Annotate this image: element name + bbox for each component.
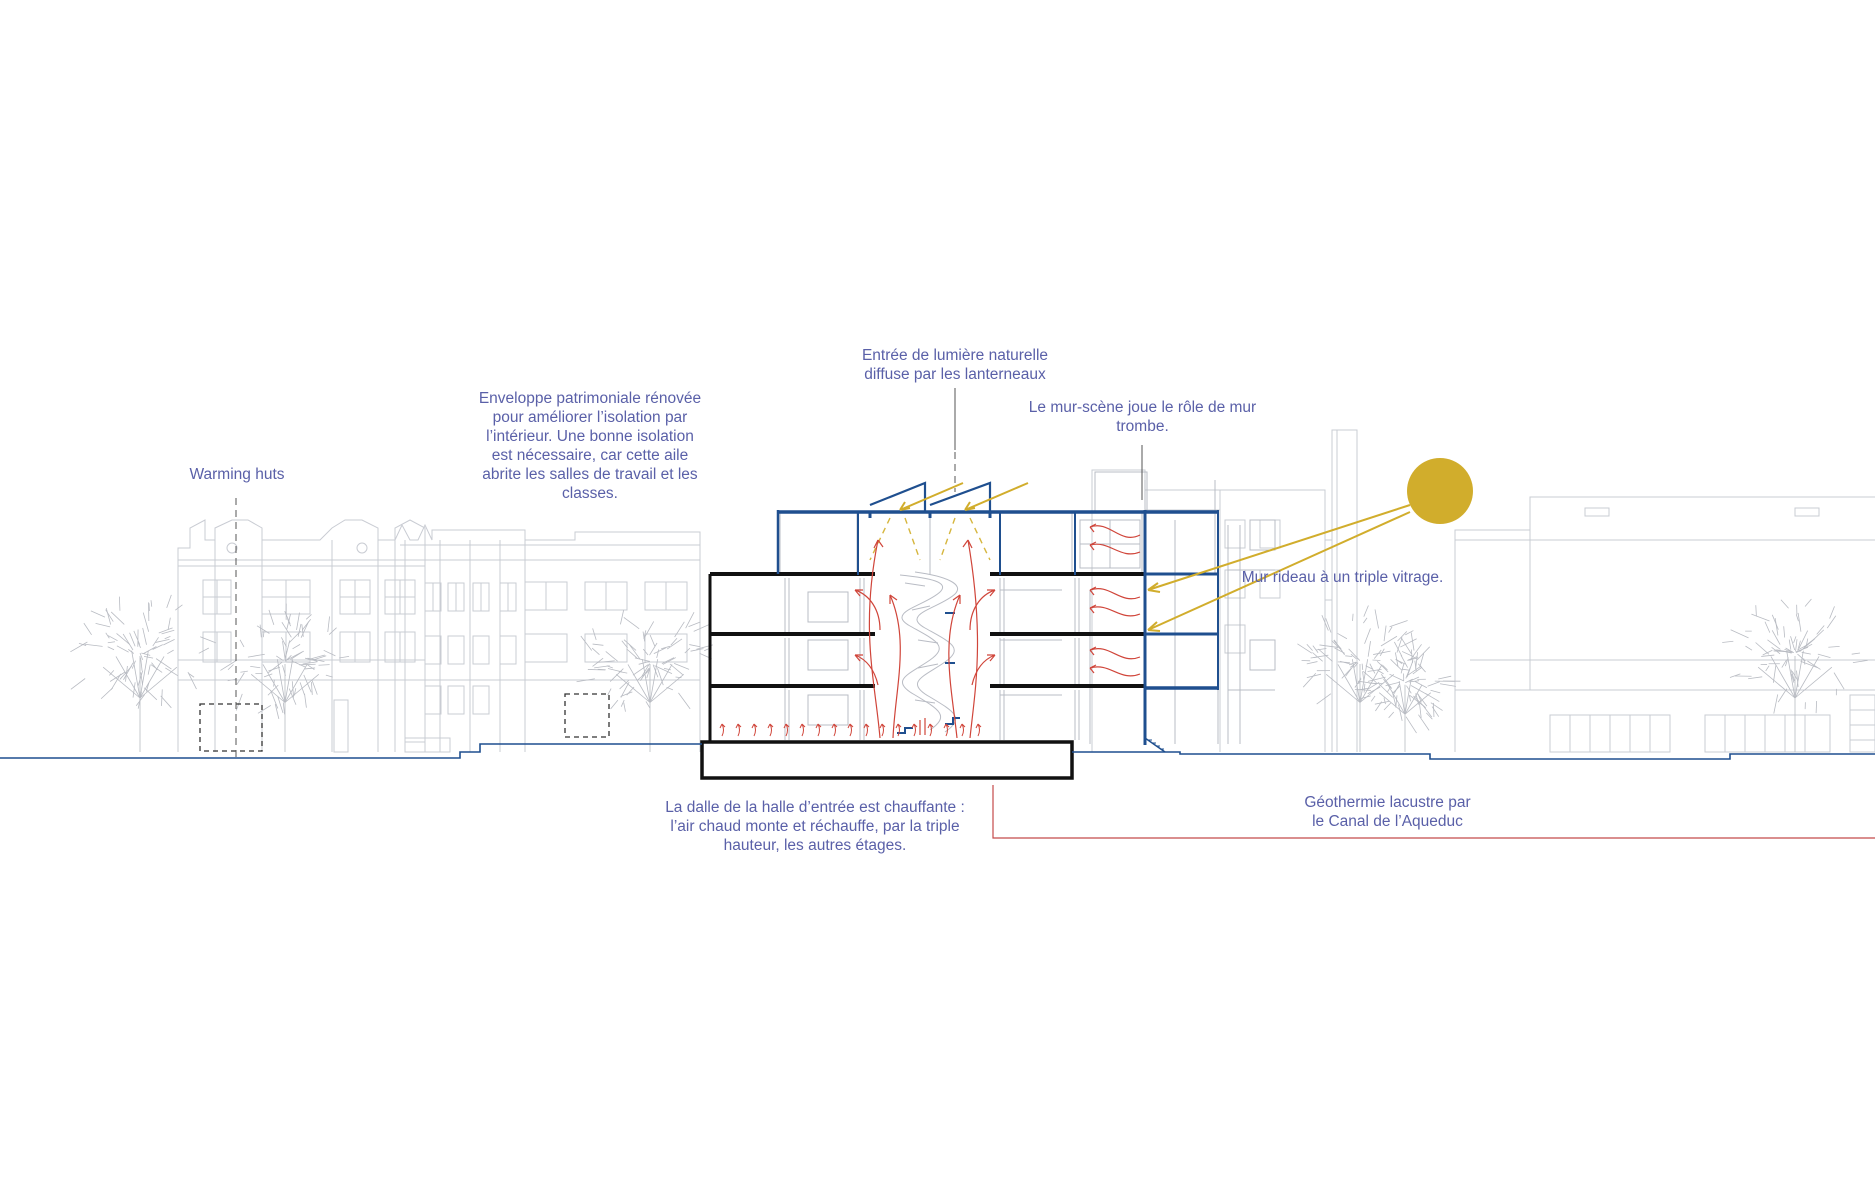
heritage-wing bbox=[395, 525, 700, 752]
label-enveloppe-patrimoniale: Enveloppe patrimoniale rénovée pour amél… bbox=[460, 389, 720, 503]
tree-icon bbox=[220, 604, 349, 752]
tree-icon bbox=[577, 610, 713, 752]
tree-icon bbox=[70, 595, 216, 752]
structure-frame bbox=[778, 483, 1218, 752]
warm-air-arrow-icon bbox=[720, 724, 981, 736]
sun-icon bbox=[1407, 458, 1473, 524]
label-geothermie: Géothermie lacustre par le Canal de l’Aq… bbox=[1270, 793, 1505, 831]
label-mur-scene: Le mur-scène joue le rôle de mur trombe. bbox=[1010, 398, 1275, 436]
label-mur-rideau: Mur rideau à un triple vitrage. bbox=[1235, 568, 1450, 587]
label-dalle-chauffante: La dalle de la halle d’entrée est chauff… bbox=[655, 798, 975, 855]
tree-icon bbox=[1297, 606, 1429, 752]
tree-icon bbox=[1355, 632, 1461, 752]
trees bbox=[70, 595, 1867, 752]
label-lumiere-naturelle: Entrée de lumière naturelle diffuse par … bbox=[835, 346, 1075, 384]
new-building-section bbox=[702, 472, 1275, 778]
context-buildings-right bbox=[1092, 430, 1875, 752]
label-warming-huts: Warming huts bbox=[176, 465, 298, 484]
tree-icon bbox=[1722, 599, 1867, 752]
sunlight bbox=[870, 458, 1473, 631]
